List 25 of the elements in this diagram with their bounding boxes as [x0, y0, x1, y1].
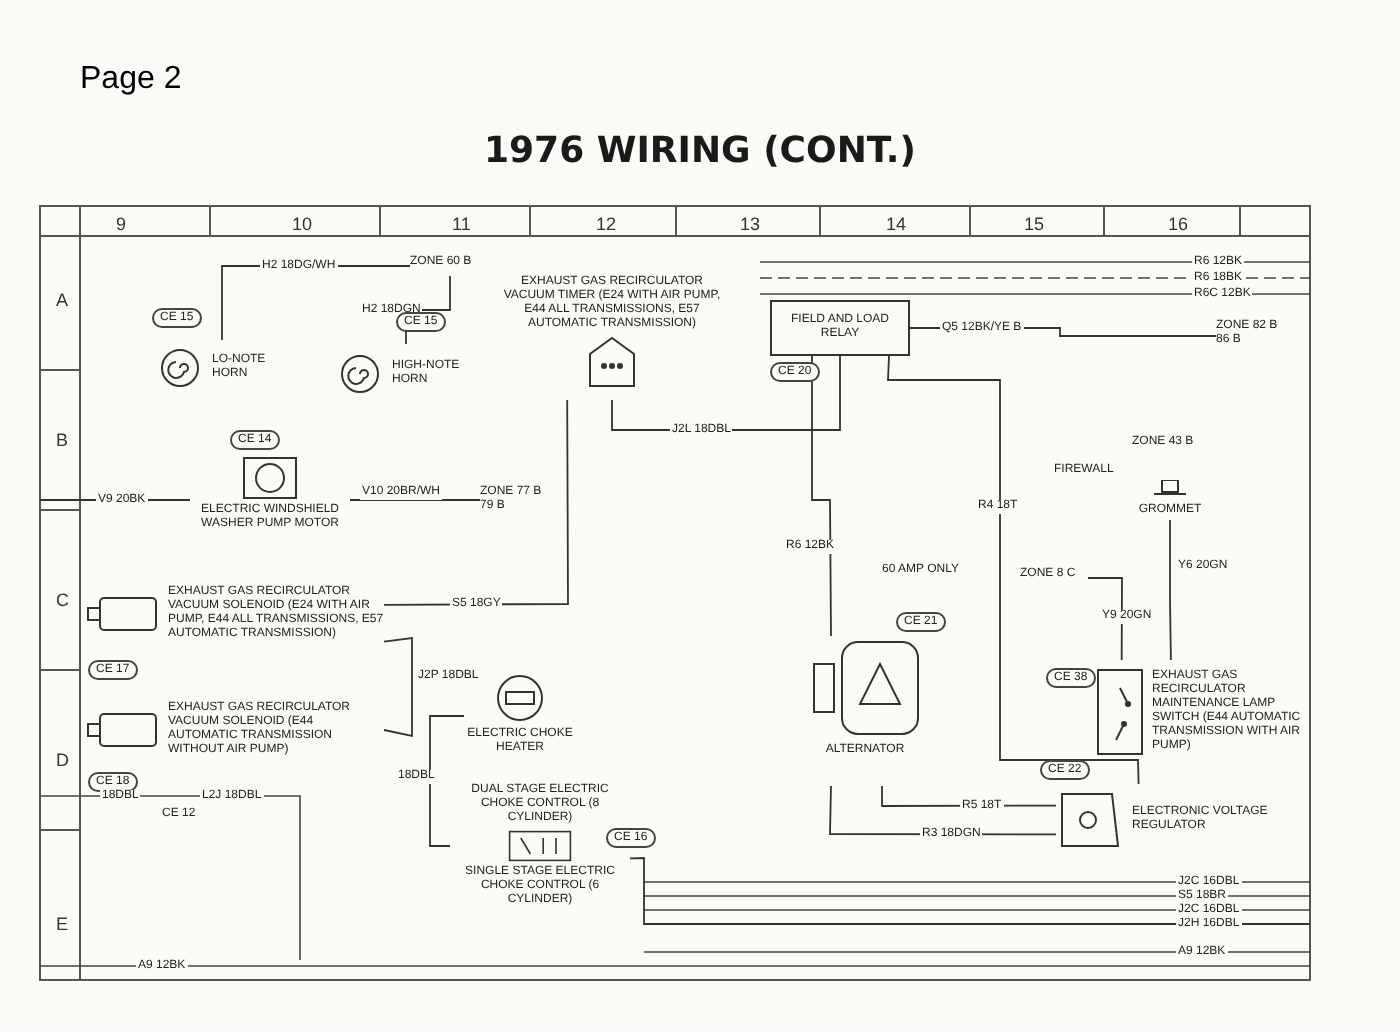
column-number: 15 [1024, 212, 1045, 238]
relay-box [770, 300, 910, 356]
column-number: 12 [596, 212, 617, 238]
wire [811, 355, 832, 637]
wire [1169, 519, 1172, 661]
column-number: 14 [886, 212, 907, 238]
column-number: 9 [116, 212, 127, 238]
wire [429, 715, 465, 847]
wire [887, 355, 1140, 785]
wire [881, 785, 1057, 807]
wire [383, 636, 413, 738]
wire [1087, 577, 1123, 661]
wire [349, 499, 481, 501]
column-number: 13 [740, 212, 761, 238]
row-letter: D [56, 748, 69, 774]
row-letter: E [56, 912, 69, 938]
row-letter: A [56, 288, 69, 314]
page-number: Page 2 [80, 60, 182, 100]
column-number: 11 [452, 212, 471, 238]
column-number: 16 [1168, 212, 1189, 238]
row-letter: B [56, 428, 69, 454]
diagram-title: 1976 WIRING (CONT.) [482, 128, 918, 176]
wire [629, 857, 1311, 925]
row-letter: C [56, 588, 69, 614]
column-number: 10 [292, 212, 313, 238]
